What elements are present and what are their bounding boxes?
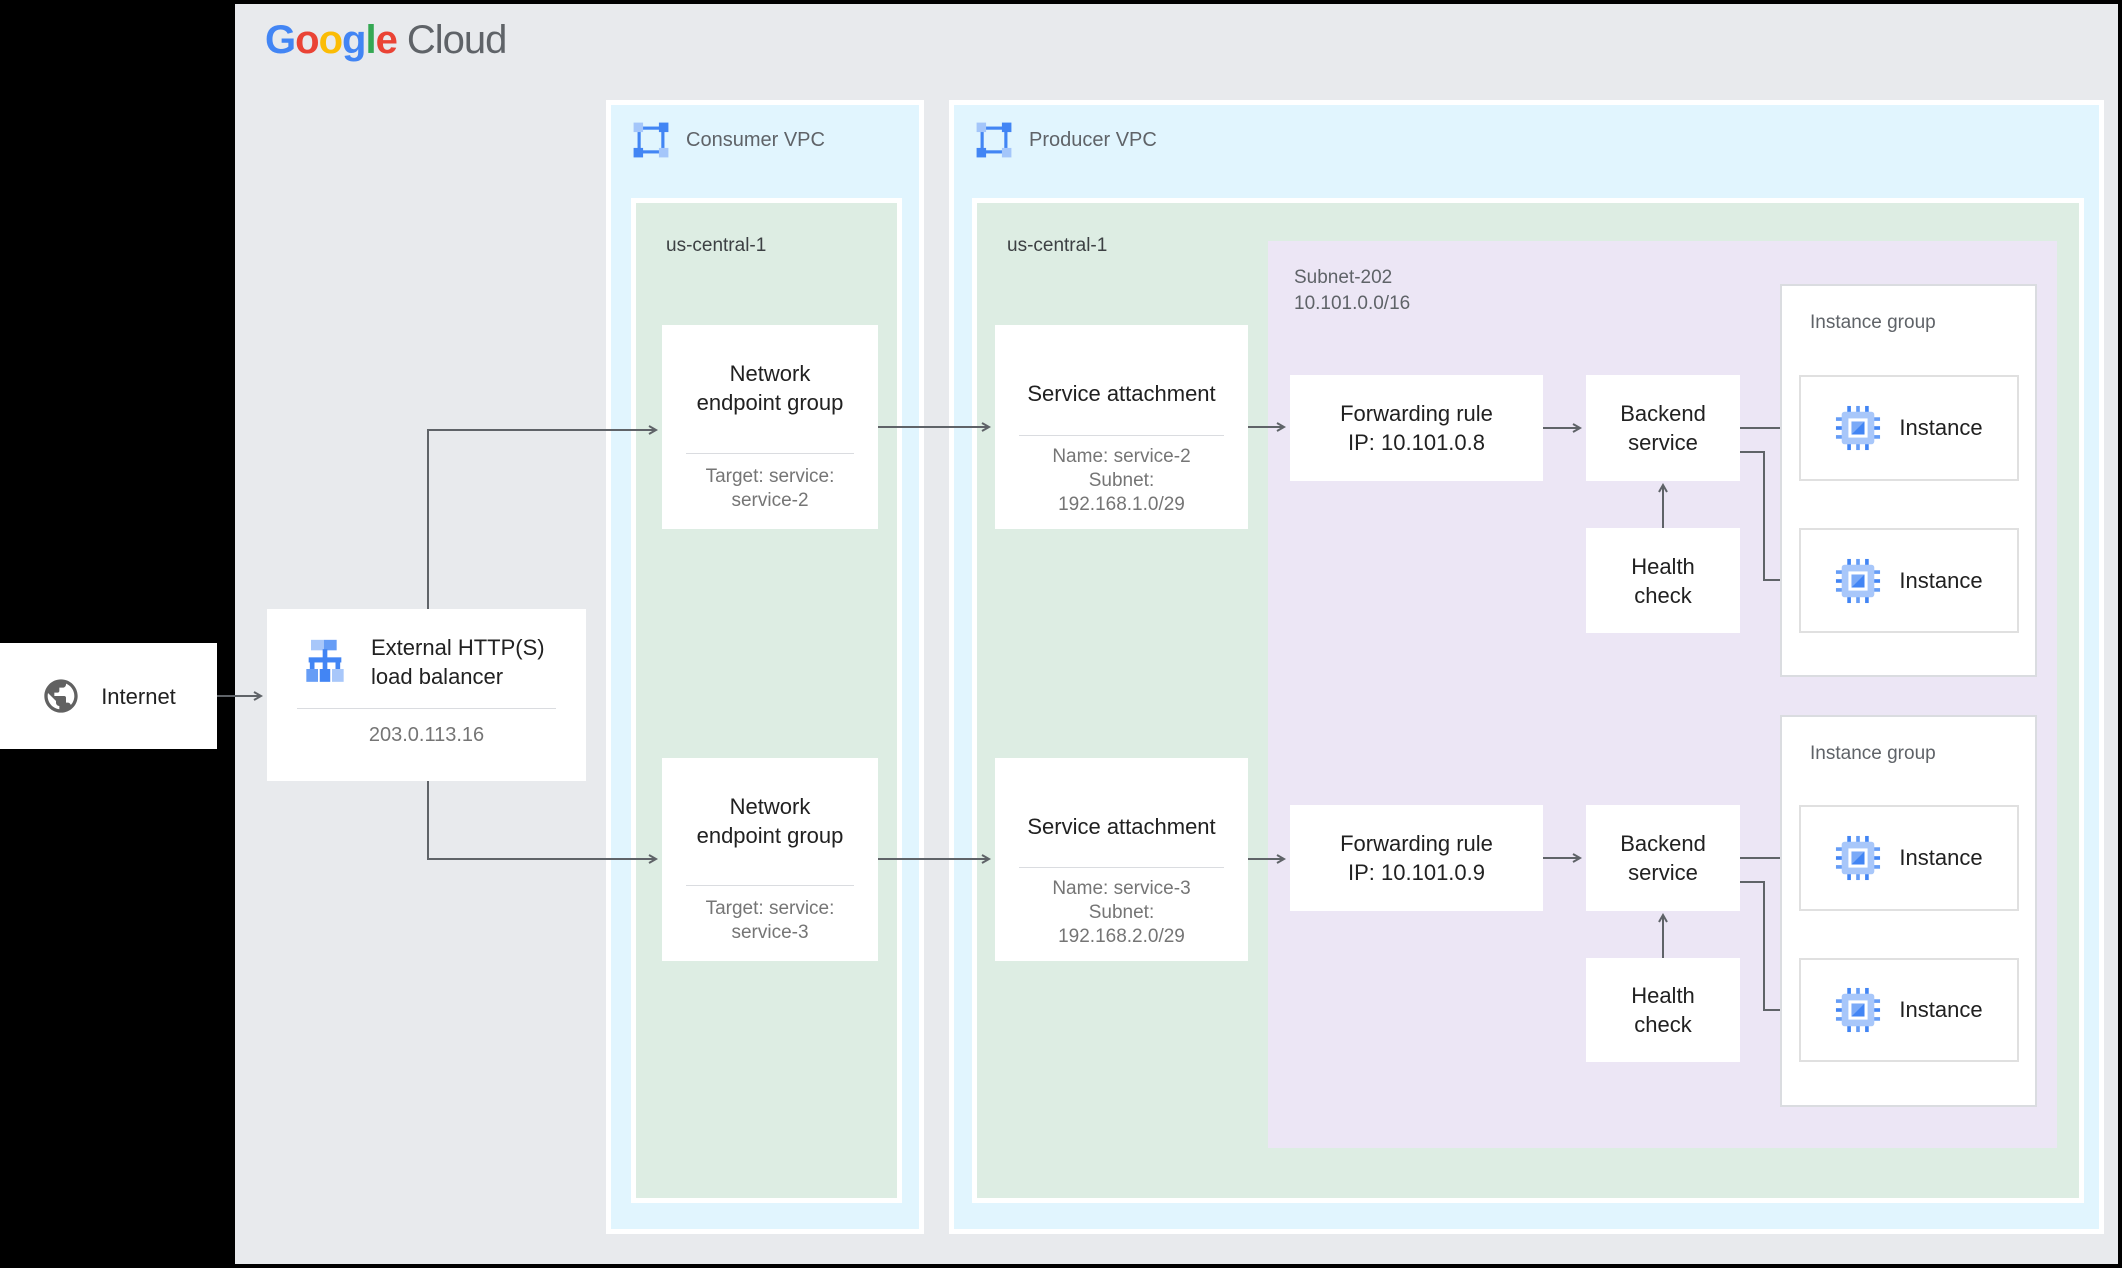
instance-icon <box>1835 987 1881 1033</box>
consumer-vpc-label: Consumer VPC <box>686 128 825 151</box>
service-attachment-title: Service attachment <box>1027 381 1216 406</box>
neg-target: Target: service: service-2 <box>705 466 835 511</box>
producer-region-label: us-central-1 <box>1007 235 1108 256</box>
globe-icon <box>41 676 81 716</box>
backend-service-node-2: Backend service <box>1586 805 1740 911</box>
service-attachment-node-1: Service attachment Name: service-2 Subne… <box>995 325 1248 529</box>
subnet-label: Subnet-202 10.101.0.0/16 <box>1294 267 1411 314</box>
neg-node-1: Network endpoint group Target: service: … <box>662 325 878 529</box>
consumer-vpc-header: Consumer VPC <box>632 121 825 159</box>
instance-node: Instance <box>1799 375 2019 481</box>
backend-service-node-1: Backend service <box>1586 375 1740 481</box>
neg-node-2: Network endpoint group Target: service: … <box>662 758 878 961</box>
forwarding-rule-ip: IP: 10.101.0.8 <box>1348 430 1485 455</box>
vpc-icon <box>975 121 1013 159</box>
producer-vpc-label: Producer VPC <box>1029 128 1157 151</box>
health-check-label: Health check <box>1631 553 1695 608</box>
instance-label: Instance <box>1899 567 1983 593</box>
service-attachment-details: Name: service-2 Subnet: 192.168.1.0/29 <box>1052 446 1191 515</box>
instance-icon <box>1835 835 1881 881</box>
backend-service-label: Backend service <box>1620 401 1706 455</box>
load-balancer-icon <box>297 634 353 690</box>
backend-service-label: Backend service <box>1620 831 1706 885</box>
vpc-icon <box>632 121 670 159</box>
divider <box>297 708 556 709</box>
neg-title: Network endpoint group <box>696 361 844 415</box>
forwarding-rule-node-2: Forwarding rule IP: 10.101.0.9 <box>1290 805 1543 911</box>
load-balancer-ip: 203.0.113.16 <box>368 724 485 746</box>
instance-group-label: Instance group <box>1810 743 1936 764</box>
instance-icon <box>1835 405 1881 451</box>
service-attachment-details: Name: service-3 Subnet: 192.168.2.0/29 <box>1052 878 1191 947</box>
instance-label: Instance <box>1899 415 1983 440</box>
forwarding-rule-title: Forwarding rule <box>1340 401 1493 426</box>
instance-node: Instance <box>1799 528 2019 633</box>
instance-icon <box>1835 558 1881 604</box>
cloud-wordmark: Cloud <box>406 18 508 62</box>
forwarding-rule-node-1: Forwarding rule IP: 10.101.0.8 <box>1290 375 1543 481</box>
divider <box>686 885 854 886</box>
health-check-node-2: Health check <box>1586 958 1740 1062</box>
divider <box>686 453 854 454</box>
instance-node: Instance <box>1799 805 2019 911</box>
internet-label: Internet <box>101 683 176 709</box>
service-attachment-node-2: Service attachment Name: service-3 Subne… <box>995 758 1248 961</box>
service-attachment-title: Service attachment <box>1027 814 1216 839</box>
producer-vpc-header: Producer VPC <box>975 121 1157 159</box>
google-wordmark: Google <box>265 18 398 62</box>
forwarding-rule-title: Forwarding rule <box>1340 831 1493 856</box>
neg-target: Target: service: service-3 <box>705 898 835 943</box>
internet-node: Internet <box>0 643 217 749</box>
divider <box>1019 867 1224 868</box>
forwarding-rule-ip: IP: 10.101.0.9 <box>1348 860 1485 885</box>
load-balancer-title: External HTTP(S) load balancer <box>371 635 545 689</box>
instance-label: Instance <box>1899 845 1983 870</box>
instance-group-label: Instance group <box>1810 312 1936 333</box>
health-check-label: Health check <box>1631 983 1695 1037</box>
instance-node: Instance <box>1799 958 2019 1062</box>
instance-label: Instance <box>1899 997 1983 1022</box>
health-check-node-1: Health check <box>1586 528 1740 633</box>
load-balancer-node: External HTTP(S) load balancer 203.0.113… <box>267 609 586 781</box>
divider <box>1019 435 1224 436</box>
consumer-region-label: us-central-1 <box>666 235 767 256</box>
neg-title: Network endpoint group <box>696 794 844 848</box>
load-balancer-header: External HTTP(S) load balancer <box>297 633 586 691</box>
